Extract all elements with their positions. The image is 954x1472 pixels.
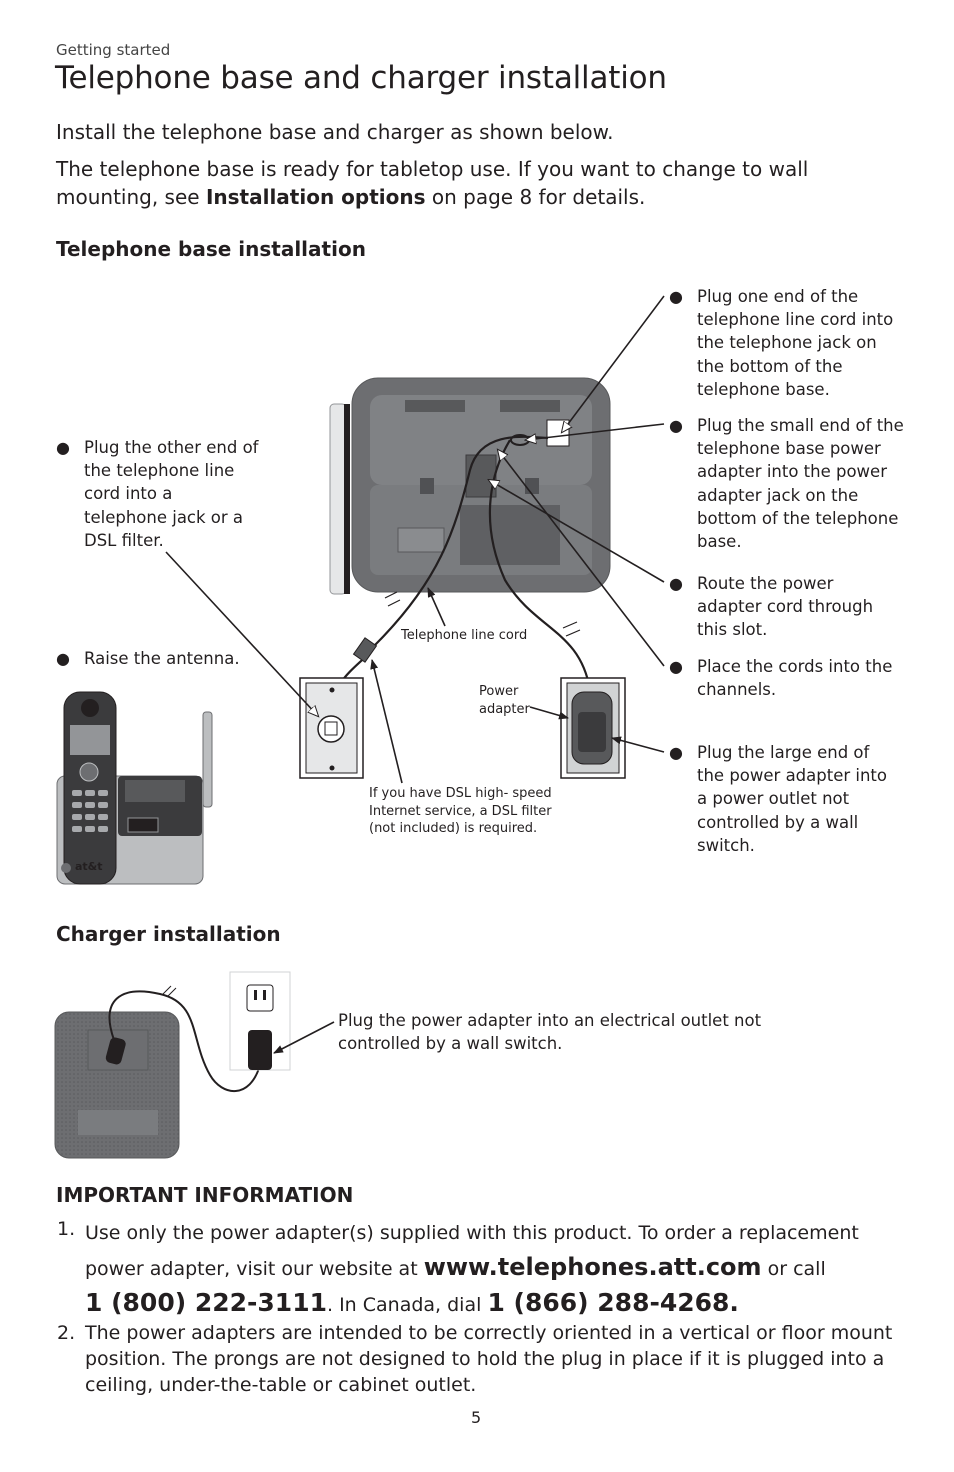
base-installation-heading: Telephone base installation: [56, 237, 366, 261]
intro-paragraph: The telephone base is ready for tabletop…: [56, 155, 906, 211]
bullet-dot-icon: ●: [669, 657, 683, 676]
bullet-text: Route the power adapter cord through thi…: [697, 574, 874, 640]
charger-caption: Plug the power adapter into an electrica…: [338, 1011, 762, 1054]
item-text: or call: [761, 1258, 826, 1280]
bullet-dot-icon: ●: [56, 438, 70, 457]
bullet-raise-antenna: ● Raise the antenna.: [56, 647, 264, 670]
important-information-heading: IMPORTANT INFORMATION: [56, 1183, 354, 1207]
telephone-line-cord-label: Telephone line cord: [401, 628, 528, 643]
item-text: .: [729, 1288, 739, 1317]
important-item-2: 2. The power adapters are intended to be…: [57, 1320, 905, 1398]
bullet-dot-icon: ●: [669, 416, 683, 435]
item-text: . In Canada, dial: [326, 1294, 488, 1316]
page-number: 5: [471, 1408, 482, 1427]
bullet-dot-icon: ●: [56, 649, 70, 668]
dsl-filter-note: If you have DSL high- speed Internet ser…: [369, 786, 552, 836]
installation-options-ref: Installation options: [205, 185, 426, 209]
item-text: The power adapters are intended to be co…: [85, 1322, 893, 1396]
bullet-dot-icon: ●: [669, 574, 683, 593]
bullet-text: Raise the antenna.: [84, 649, 240, 668]
intro-text: The telephone base is ready for tabletop…: [56, 157, 809, 209]
charger-installation-heading: Charger installation: [56, 922, 281, 946]
bullet-text: Plug the other end of the telephone line…: [84, 438, 259, 550]
bullet-text: Plug the large end of the power adapter …: [697, 743, 887, 855]
bullet-place-cords: ● Place the cords into the channels.: [669, 655, 897, 701]
page-title: Telephone base and charger installation: [55, 60, 667, 96]
bullet-text: Place the cords into the channels.: [697, 657, 893, 700]
intro-text-end: on page 8 for details.: [425, 185, 646, 209]
bullet-text: Plug the small end of the telephone base…: [697, 416, 904, 552]
item-text: Use only the power adapter(s) supplied w…: [85, 1222, 859, 1280]
intro-line: Install the telephone base and charger a…: [56, 120, 614, 144]
power-adapter-label: Power adapter: [479, 684, 530, 717]
bullet-dot-icon: ●: [669, 287, 683, 306]
important-item-1: 1. Use only the power adapter(s) supplie…: [57, 1216, 905, 1322]
phone-brand-label: at&t: [75, 860, 103, 873]
bullet-plug-large-end: ● Plug the large end of the power adapte…: [669, 741, 897, 857]
phone-number-us: 1 (800) 222-3111: [85, 1288, 327, 1317]
cordless-phone-illustration: [56, 691, 213, 885]
item-number: 1.: [57, 1218, 76, 1240]
website-link[interactable]: www.telephones.att.com: [423, 1253, 762, 1281]
bullet-plug-small-end: ● Plug the small end of the telephone ba…: [669, 414, 907, 553]
bullet-plug-line-cord: ● Plug one end of the telephone line cor…: [669, 285, 907, 401]
telephone-base-illustration: [329, 377, 611, 595]
bullet-text: Plug one end of the telephone line cord …: [697, 287, 894, 399]
charger-illustration: [54, 971, 335, 1159]
bullet-dot-icon: ●: [669, 743, 683, 762]
phone-number-canada: 1 (866) 288-4268: [487, 1288, 730, 1317]
bullet-other-end: ● Plug the other end of the telephone li…: [56, 436, 259, 552]
bullet-route-cord: ● Route the power adapter cord through t…: [669, 572, 897, 642]
section-label: Getting started: [56, 41, 171, 59]
item-number: 2.: [57, 1322, 76, 1344]
